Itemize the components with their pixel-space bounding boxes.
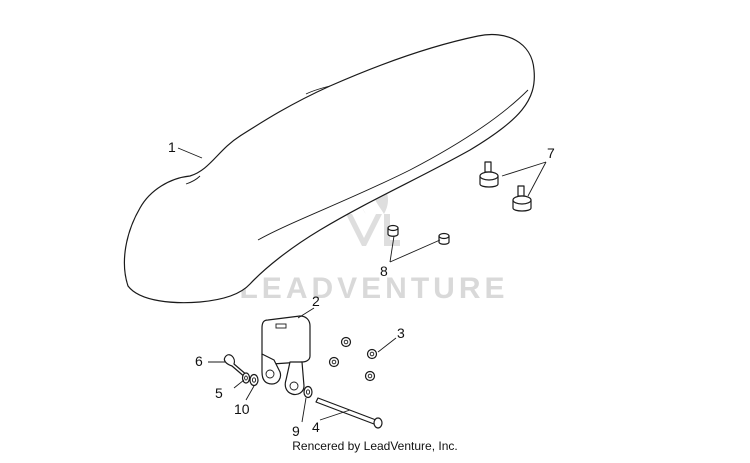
- watermark-lv-icon: [346, 214, 400, 246]
- leader-7b: [527, 161, 547, 197]
- nut-3: [366, 348, 378, 360]
- nut-parts: [328, 336, 378, 382]
- bumper-upper-stem: [484, 161, 492, 173]
- washer-5: [241, 372, 251, 384]
- leader-4: [319, 409, 351, 421]
- leader-9: [301, 397, 307, 423]
- bumper-parts: [479, 161, 532, 212]
- small-bumper-left: [387, 224, 399, 237]
- leader-7a: [501, 161, 547, 177]
- washer-10: [249, 373, 259, 387]
- hinge-hole-right: [289, 381, 299, 391]
- hinge-slot: [275, 323, 287, 329]
- seat-body: [123, 33, 535, 304]
- callout-3: 3: [397, 325, 405, 341]
- leader-10: [245, 385, 255, 401]
- hinge-pin-part: [315, 397, 383, 429]
- leader-2: [297, 307, 315, 319]
- render-credit: Rencered by LeadVenture, Inc.: [292, 439, 457, 453]
- callout-2: 2: [312, 293, 320, 309]
- washer-9: [303, 385, 313, 399]
- callout-labels: 1 2 3 4 5 6 7 8 9 10: [168, 139, 555, 439]
- hinge-bracket-part: [261, 315, 311, 396]
- callout-8: 8: [380, 263, 388, 279]
- leader-8b: [389, 239, 441, 263]
- seat-seam-line: [257, 89, 529, 241]
- bumper-lower-stem: [517, 185, 525, 197]
- seat-crease-line: [305, 85, 331, 95]
- seat-part: [123, 33, 535, 304]
- small-bumper-parts: [387, 224, 450, 245]
- nut-2: [328, 356, 340, 368]
- callout-10: 10: [234, 401, 250, 417]
- nut-4: [364, 370, 376, 382]
- watermark-text: LEADVENTURE: [239, 272, 508, 305]
- callout-4: 4: [312, 419, 320, 435]
- bumper-lower-top: [512, 195, 532, 205]
- callout-1: 1: [168, 139, 176, 155]
- seat-front-curve: [185, 175, 201, 185]
- small-bumper-right: [438, 232, 450, 245]
- leadventure-watermark: LEADVENTURE: [239, 168, 508, 305]
- hinge-hole-left: [265, 369, 275, 379]
- hinge-pin-head: [373, 417, 383, 429]
- small-bumper-right-top: [438, 232, 450, 240]
- callout-7: 7: [547, 145, 555, 161]
- bumper-upper: [479, 161, 499, 188]
- leader-5: [233, 379, 245, 389]
- hinge-plate: [261, 315, 311, 365]
- callout-6: 6: [195, 353, 203, 369]
- leader-lines: [177, 147, 547, 423]
- washer-parts: [241, 372, 313, 399]
- callout-9: 9: [292, 423, 300, 439]
- leader-8a: [389, 235, 395, 263]
- bumper-lower: [512, 185, 532, 212]
- nut-1: [340, 336, 352, 348]
- bumper-upper-top: [479, 171, 499, 181]
- callout-5: 5: [215, 385, 223, 401]
- leader-1: [177, 147, 203, 159]
- small-bumper-left-top: [387, 224, 399, 232]
- leader-3: [377, 337, 397, 353]
